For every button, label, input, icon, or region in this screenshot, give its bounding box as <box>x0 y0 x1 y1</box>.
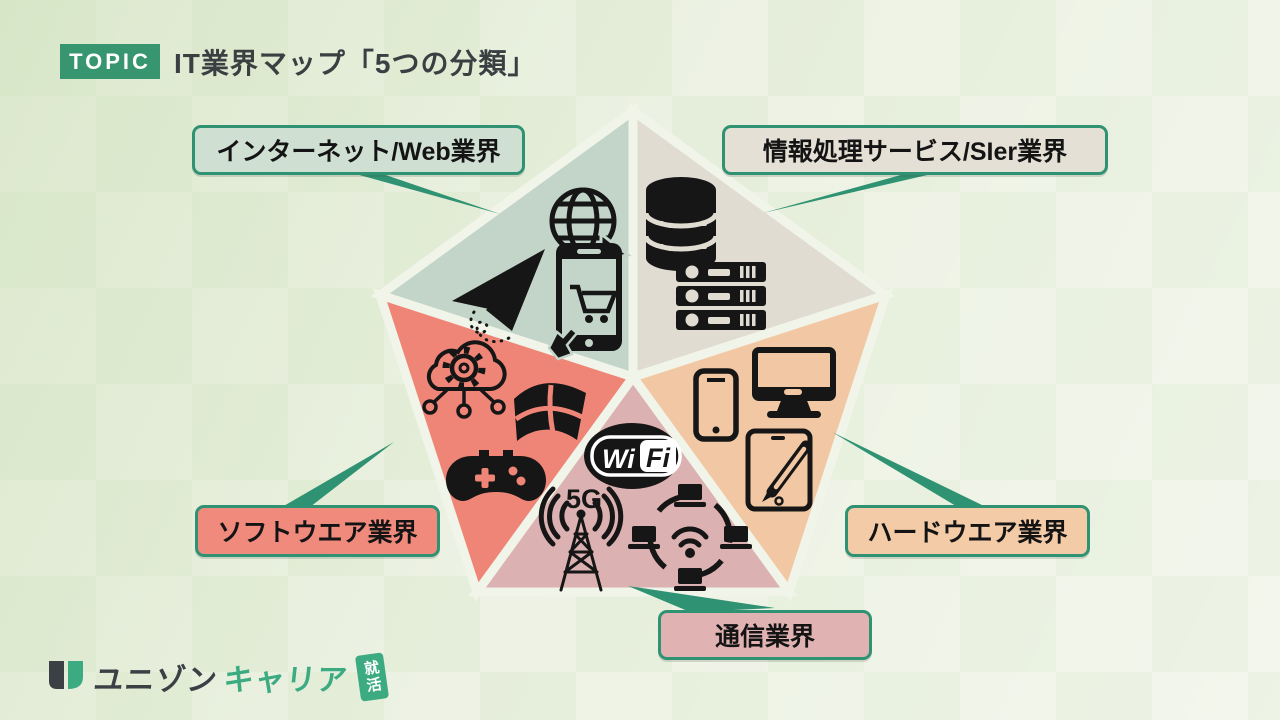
sector-label-hardware: ハードウエア業界 <box>845 505 1090 557</box>
game-controller-icon <box>446 450 546 501</box>
page-title: IT業界マップ「5つの分類」 <box>174 47 537 79</box>
connector-hardware <box>832 432 984 506</box>
server-rack-icon <box>676 262 766 330</box>
connector-internet <box>352 173 500 214</box>
wifi-fi-text: Fi <box>646 443 670 473</box>
connector-sier <box>763 173 936 213</box>
connector-software <box>282 442 394 507</box>
cloud-gear-icon <box>422 340 507 419</box>
sector-label-sier: 情報処理サービス/SIer業界 <box>722 125 1108 175</box>
wifi-wi-text: Wi <box>602 444 635 474</box>
device-network-icon <box>628 484 752 591</box>
desktop-monitor-icon <box>752 347 836 418</box>
5g-text: 5G <box>566 484 602 514</box>
smartphone-shopping-icon <box>547 243 622 361</box>
brand-text-unison: ユニゾン <box>91 664 220 697</box>
brand-badge-shukatsu: 就活 <box>354 652 390 702</box>
wedge-software <box>372 287 641 602</box>
sector-label-telecom: 通信業界 <box>658 610 872 660</box>
sector-label-internet: インターネット/Web業界 <box>192 125 525 175</box>
tablet-pen-icon <box>745 428 813 512</box>
wifi-logo-icon: Wi Fi <box>584 423 682 489</box>
brand-logo: ユニゾン キャリア 就活 <box>44 652 390 702</box>
sector-label-software: ソフトウエア業界 <box>195 505 440 557</box>
windows-flag-icon <box>514 383 586 441</box>
topic-badge: TOPIC <box>60 44 160 79</box>
brand-u-icon <box>49 661 83 689</box>
brand-text-career: キャリア <box>221 664 350 697</box>
database-icon <box>643 177 719 271</box>
5g-tower-icon: 5G <box>538 484 624 592</box>
paper-plane-icon <box>452 249 545 344</box>
smartphone-icon <box>693 368 739 442</box>
topic-badge-label: TOPIC <box>69 48 151 74</box>
connector-telecom <box>628 586 775 612</box>
